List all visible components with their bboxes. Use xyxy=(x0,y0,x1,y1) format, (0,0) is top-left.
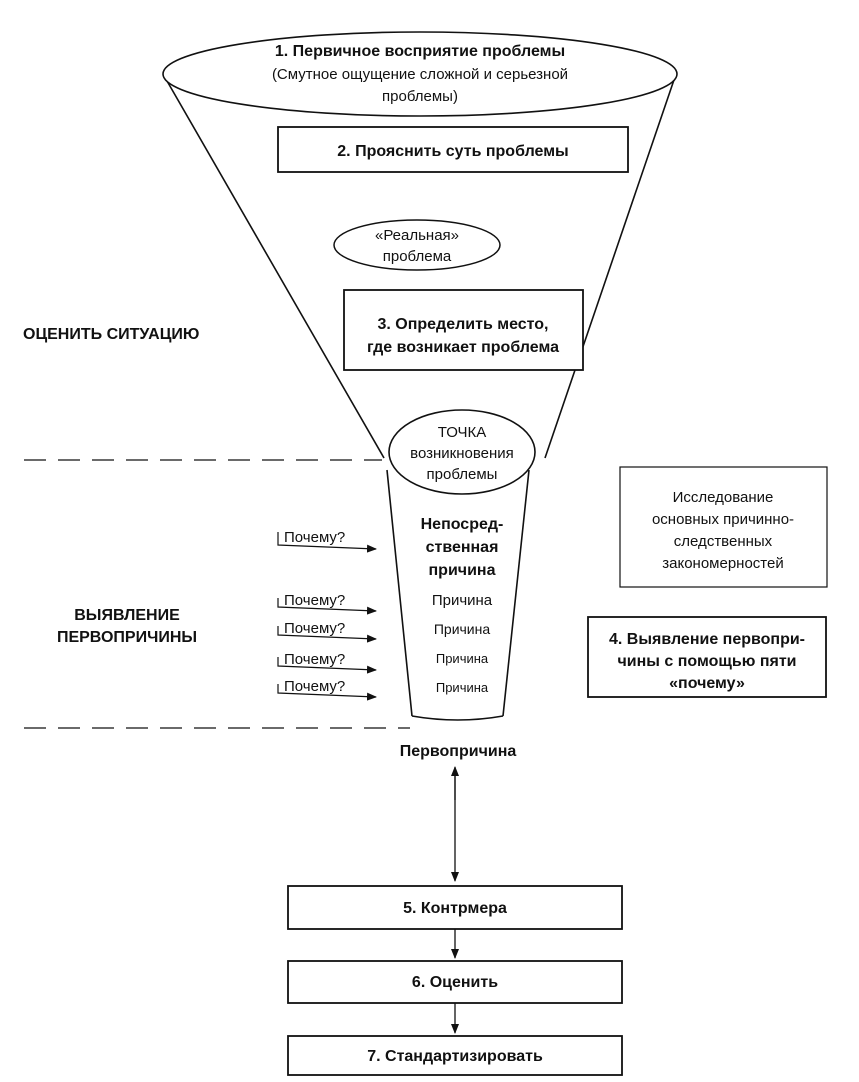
real-problem-line2: проблема xyxy=(383,248,452,265)
step4-line2: чины с помощью пяти xyxy=(618,653,797,670)
why-arrow-2: Почему? xyxy=(277,592,377,615)
funnel-neck-right xyxy=(502,469,530,717)
funnel-right-edge xyxy=(544,73,677,459)
root-cause-label: Первопричина xyxy=(400,743,517,760)
step4-box xyxy=(587,616,827,698)
step7-box xyxy=(287,1035,623,1076)
step1-ellipse xyxy=(162,31,678,117)
point-line3: проблемы xyxy=(427,466,498,483)
funnel-bottom xyxy=(411,715,504,721)
step3-line2: где возникает проблема xyxy=(367,339,559,356)
step3-locate: 3. Определить место, где возникает пробл… xyxy=(343,289,584,371)
step5-label: 5. Контрмера xyxy=(403,900,507,917)
point-ellipse xyxy=(388,409,536,495)
funnel-left-edge xyxy=(162,73,385,459)
step5-box xyxy=(287,885,623,930)
real-problem-line1: «Реальная» xyxy=(375,227,459,244)
why-arrow-3: Почему? xyxy=(277,620,377,643)
step3-box xyxy=(343,289,584,371)
research-line4: закономерностей xyxy=(662,555,783,572)
cause-4: Причина xyxy=(436,680,489,695)
research-line3: следственных xyxy=(674,533,773,550)
cause-1: Причина xyxy=(432,592,493,609)
why-arrows: Почему? Почему? Почему? Почему? Почему? xyxy=(277,529,377,701)
why-arrow-1: Почему? xyxy=(277,529,377,553)
research-line1: Исследование xyxy=(673,489,774,506)
step3-line1: 3. Определить место, xyxy=(377,316,548,333)
step4-line1: 4. Выявление первопри- xyxy=(609,631,805,648)
step5-countermeasure: 5. Контрмера xyxy=(287,885,623,930)
step7-label: 7. Стандартизировать xyxy=(367,1048,543,1065)
funnel xyxy=(162,73,677,721)
research-box xyxy=(619,466,828,588)
point-line2: возникновения xyxy=(410,445,514,462)
immediate-cause-line1: Непосред- xyxy=(421,516,504,533)
step1-subtitle: (Смутное ощущение сложной и серьезной xyxy=(272,66,568,83)
why-label-3: Почему? xyxy=(284,620,345,637)
why-label-4: Почему? xyxy=(284,651,345,668)
step2-box xyxy=(277,126,629,173)
research-box-group: Исследование основных причинно- следстве… xyxy=(619,466,828,588)
why-arrow-4: Почему? xyxy=(277,651,377,674)
step6-evaluate: 6. Оценить xyxy=(287,960,623,1004)
step7-standardize: 7. Стандартизировать xyxy=(287,1035,623,1076)
root-section-line2: ПЕРВОПРИЧИНЫ xyxy=(57,629,197,646)
why-label-5: Почему? xyxy=(284,678,345,695)
immediate-cause-line2: ственная xyxy=(426,539,499,556)
cause-3: Причина xyxy=(436,651,489,666)
step2-clarify: 2. Прояснить суть проблемы xyxy=(277,126,629,173)
real-problem: «Реальная» проблема xyxy=(333,219,501,271)
funnel-neck-left xyxy=(386,469,413,717)
step1-subtitle-cont: проблемы) xyxy=(382,88,458,105)
step6-label: 6. Оценить xyxy=(412,974,498,991)
step1-title: 1. Первичное восприятие проблемы xyxy=(275,43,565,60)
section-separators xyxy=(24,459,410,729)
step4-line3: «почему» xyxy=(669,675,745,692)
step4-five-whys: 4. Выявление первопри- чины с помощью пя… xyxy=(587,616,827,698)
immediate-cause-line3: причина xyxy=(429,562,496,579)
root-section-line1: ВЫЯВЛЕНИЕ xyxy=(74,607,180,624)
step6-box xyxy=(287,960,623,1004)
real-problem-ellipse xyxy=(333,219,501,271)
why-arrow-5: Почему? xyxy=(277,678,377,701)
point-line1: ТОЧКА xyxy=(438,424,487,441)
step2-label: 2. Прояснить суть проблемы xyxy=(337,143,568,160)
assess-situation-label: ОЦЕНИТЬ СИТУАЦИЮ xyxy=(23,326,199,343)
point-of-occurrence: ТОЧКА возникновения проблемы xyxy=(388,409,536,495)
why-label-1: Почему? xyxy=(284,529,345,546)
research-line2: основных причинно- xyxy=(652,511,794,528)
cause-2: Причина xyxy=(434,621,491,637)
step1-perception: 1. Первичное восприятие проблемы (Смутно… xyxy=(162,31,678,117)
causes-column: Непосред- ственная причина Причина Причи… xyxy=(421,516,504,695)
why-label-2: Почему? xyxy=(284,592,345,609)
